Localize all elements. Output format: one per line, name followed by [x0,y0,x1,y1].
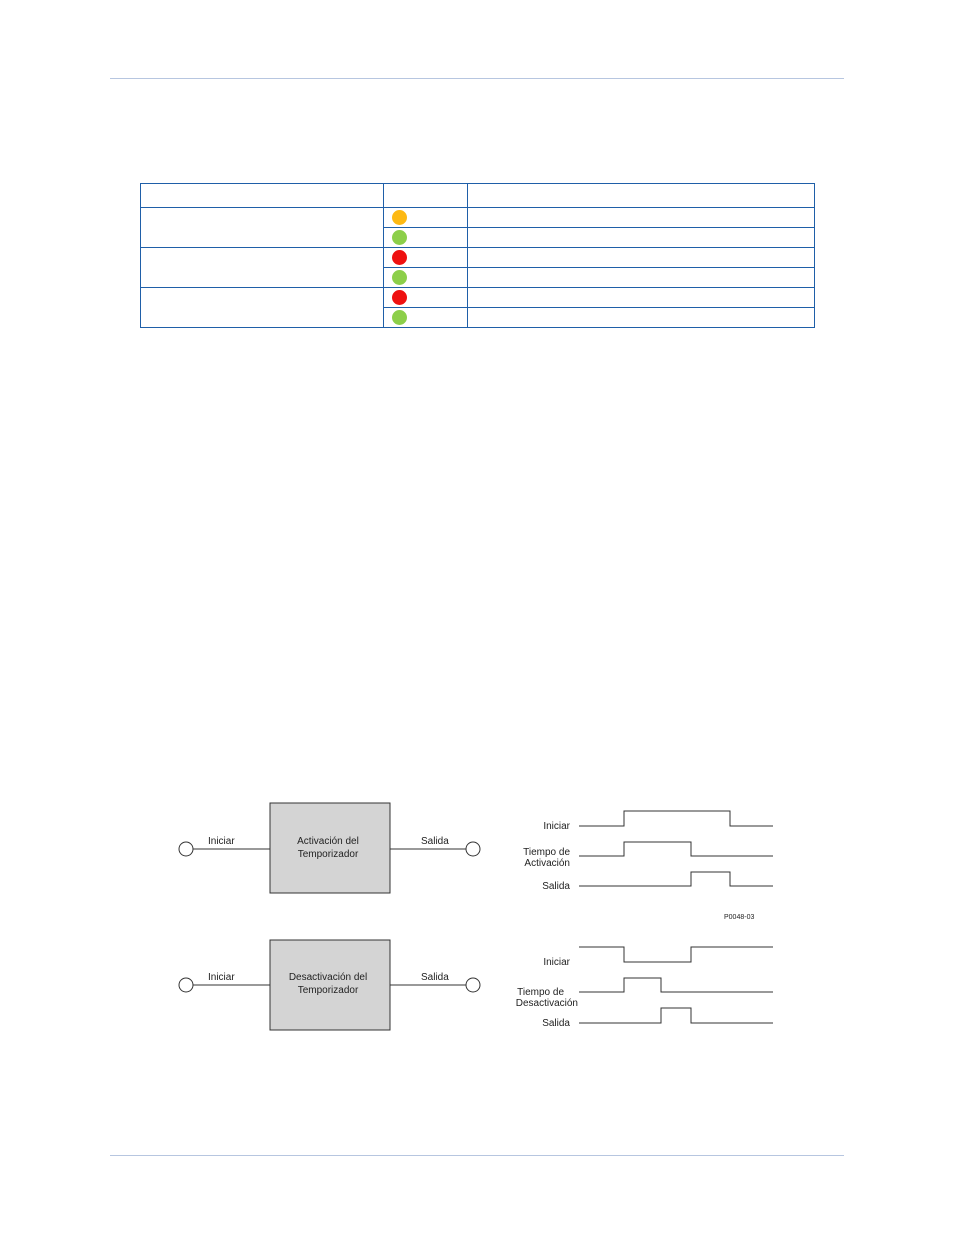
input-terminal-icon [178,841,194,857]
dropout-timing-chart: Iniciar Tiempo de Desactivación Salida [516,946,773,1029]
description-cell [467,207,815,228]
output-terminal-icon [465,977,481,993]
output-waveform [579,871,773,887]
footer-rule [110,1155,844,1156]
description-cell [467,227,815,248]
header-cell [467,183,815,208]
start-waveform [579,946,773,963]
timer-signal-label-line2: Activación [524,858,570,869]
timer-box [269,802,391,894]
timer-waveform [579,841,773,857]
led-cell [383,267,468,288]
group-cell [140,247,384,288]
led-cell [383,307,468,328]
description-cell [467,247,815,268]
timer-signal-label-line1: Tiempo de [523,847,570,858]
led-cell [383,287,468,308]
output-signal-label: Salida [542,1018,570,1029]
start-signal-label: Iniciar [543,957,570,968]
timer-box [269,939,391,1031]
header-cell [383,183,468,208]
output-label: Salida [421,836,449,847]
led-green-icon [392,310,407,325]
led-amber-icon [392,210,407,225]
led-cell [383,227,468,248]
pickup-timer-block: Iniciar Activación del Temporizador Sali… [178,802,481,894]
table-row [140,247,815,288]
output-terminal-icon [465,841,481,857]
timer-signal-label-line1: Tiempo de [517,987,564,998]
figure-id: P0048-03 [724,914,754,921]
timer-diagram: Iniciar Activación del Temporizador Sali… [178,802,773,1031]
timer-waveform [579,977,773,993]
timer-signal-label-line2: Desactivación [516,998,578,1009]
table-header-row [140,183,815,208]
group-cell [140,207,384,248]
timer-title-line1: Activación del [297,836,359,847]
led-status-table [140,183,815,328]
input-terminal-icon [178,977,194,993]
description-cell [467,287,815,308]
led-red-icon [392,250,407,265]
led-cell [383,247,468,268]
table-row [140,287,815,328]
description-cell [467,307,815,328]
output-label: Salida [421,972,449,983]
table-row [141,307,815,328]
start-waveform [579,810,773,827]
led-green-icon [392,230,407,245]
input-label: Iniciar [208,836,235,847]
header-cell [140,183,384,208]
dropout-timer-block: Iniciar Desactivación del Temporizador S… [178,939,481,1031]
led-red-icon [392,290,407,305]
pickup-timing-chart: Iniciar Tiempo de Activación Salida P004… [523,810,773,921]
timer-title-line1: Desactivación del [289,972,367,983]
group-cell [140,287,384,328]
input-label: Iniciar [208,972,235,983]
led-cell [383,207,468,228]
header-rule [110,78,844,79]
description-cell [467,267,815,288]
timer-title-line2: Temporizador [298,849,359,860]
led-green-icon [392,270,407,285]
output-waveform [579,1007,773,1024]
output-signal-label: Salida [542,881,570,892]
timer-title-line2: Temporizador [298,985,359,996]
start-signal-label: Iniciar [543,821,570,832]
table-row [140,207,815,248]
